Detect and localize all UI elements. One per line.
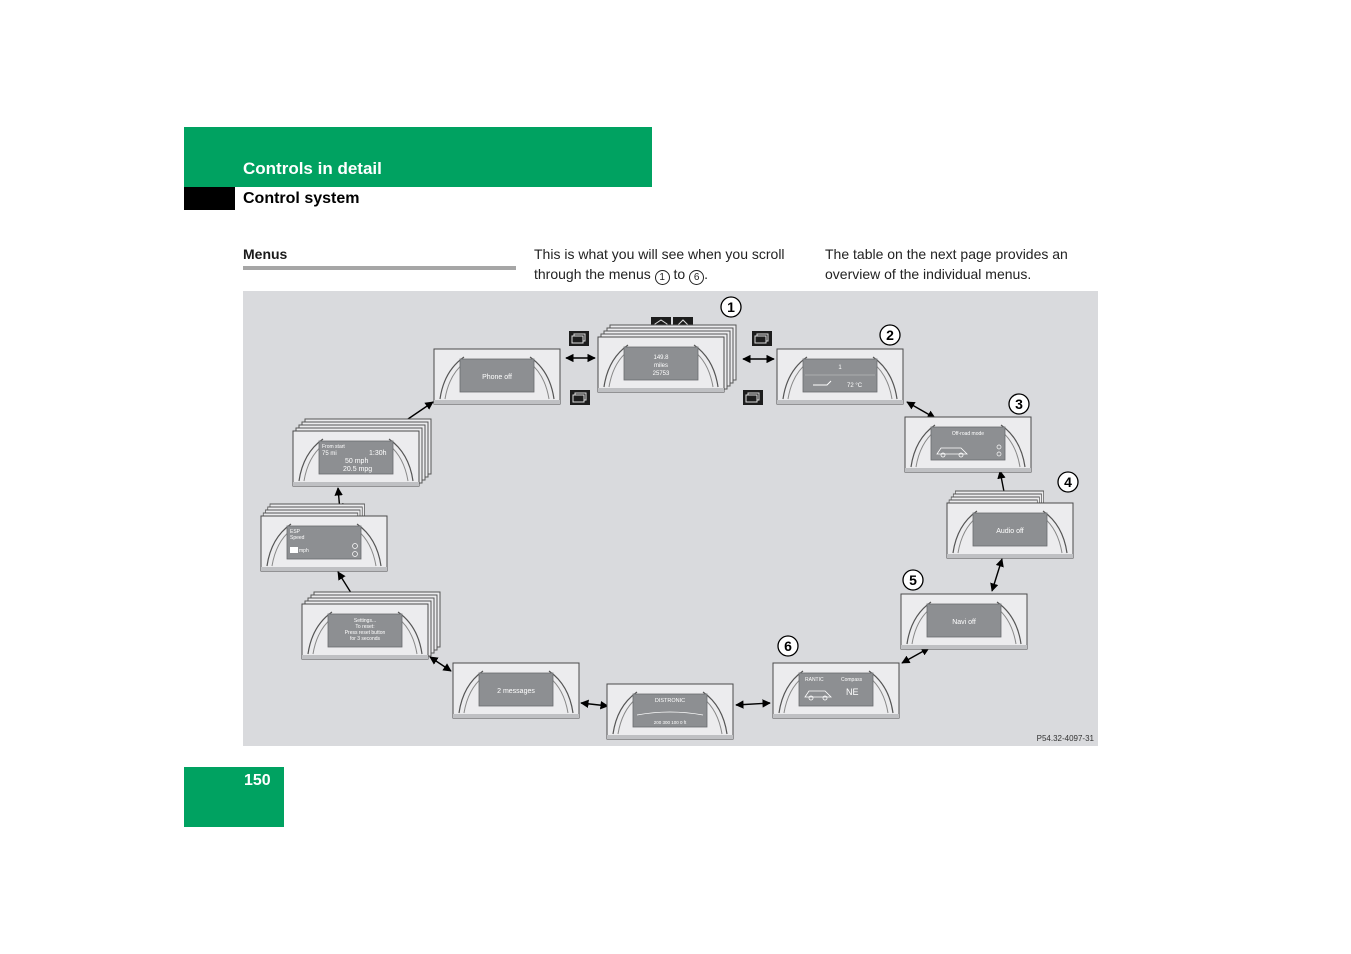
intro-through: through the menus [534, 265, 651, 282]
screen-navi: Navi off [900, 593, 1028, 650]
range-start-callout: 1 [654, 269, 670, 285]
screen-speed: ESP Speed mph [260, 503, 388, 572]
intro-line1: This is what you will see when you scrol… [534, 246, 785, 262]
svg-text:20.5 mpg: 20.5 mpg [343, 466, 372, 473]
callout-4: 4 [1064, 474, 1072, 490]
svg-text:RANTIC: RANTIC [805, 677, 824, 683]
svg-text:50 mph: 50 mph [345, 458, 368, 465]
screen-trip-computer: From start 75 mi 1:30h 50 mph 20.5 mpg [292, 418, 432, 487]
svg-text:Settings...: Settings... [354, 618, 376, 624]
svg-text:Off-road mode: Off-road mode [952, 431, 984, 437]
heading-rule [243, 266, 516, 270]
menu-cycle-diagram: 1 2 3 4 5 6 149.8 miles 25753 1 72 °C Of… [260, 296, 1079, 740]
svg-text:25753: 25753 [653, 371, 670, 377]
intro-end: . [704, 265, 708, 282]
subsection-marker [184, 187, 235, 210]
menu-cycle-figure: 1 2 3 4 5 6 149.8 miles 25753 1 72 °C Of… [243, 291, 1098, 746]
page-number-box [184, 767, 284, 827]
connection-arrows [334, 353, 1009, 710]
svg-text:Compass: Compass [841, 677, 863, 683]
svg-text:DISTRONIC: DISTRONIC [655, 698, 685, 704]
overview-paragraph: The table on the next page provides an o… [825, 246, 1068, 282]
svg-text:for 3 seconds: for 3 seconds [350, 636, 381, 642]
callout-5: 5 [909, 572, 917, 588]
screen-oil-temperature: 1 72 °C [776, 348, 904, 405]
svg-text:ESP: ESP [290, 529, 301, 535]
svg-text:Speed: Speed [290, 535, 305, 541]
svg-text:72 °C: 72 °C [847, 383, 863, 389]
svg-text:NE: NE [846, 687, 859, 697]
svg-text:149.8: 149.8 [653, 355, 669, 361]
header-band [184, 127, 652, 187]
svg-text:75 mi: 75 mi [322, 451, 337, 457]
intro-paragraph: This is what you will see when you scrol… [534, 245, 804, 285]
svg-text:Navi off: Navi off [952, 619, 976, 626]
svg-text:Phone off: Phone off [482, 374, 512, 381]
screen-distronic: DISTRONIC 200 300 100 0 ft [606, 683, 734, 740]
callout-6: 6 [784, 638, 792, 654]
svg-text:200 300 100 0 ft: 200 300 100 0 ft [654, 720, 687, 725]
callout-2: 2 [886, 327, 894, 343]
svg-text:1:30h: 1:30h [369, 450, 387, 457]
svg-text:From start: From start [322, 444, 345, 450]
callout-1: 1 [727, 299, 735, 315]
svg-text:Press reset button: Press reset button [345, 630, 386, 636]
screen-messages: 2 messages [452, 662, 580, 719]
section-title: Controls in detail [243, 159, 382, 178]
figure-code: P54.32-4097-31 [1036, 734, 1094, 743]
screen-offroad: Off-road mode [904, 416, 1032, 473]
callout-3: 3 [1015, 396, 1023, 412]
callout-numbers: 1 2 3 4 5 6 [720, 296, 1079, 657]
menus-heading: Menus [243, 246, 288, 262]
page-number: 150 [244, 772, 271, 789]
screen-odometer: 149.8 miles 25753 [597, 324, 737, 393]
svg-text:2 messages: 2 messages [497, 688, 535, 695]
screen-audio: Audio off [946, 490, 1074, 559]
svg-text:To reset:: To reset: [355, 624, 374, 630]
svg-text:mph: mph [299, 548, 309, 554]
svg-text:Audio off: Audio off [996, 528, 1024, 535]
screen-settings-reset: Settings... To reset: Press reset button… [301, 591, 441, 660]
subsection-title: Control system [243, 190, 360, 207]
intro-to: to [673, 265, 686, 282]
screen-compass: RANTIC Compass NE [772, 662, 900, 719]
svg-text:1: 1 [838, 365, 842, 371]
screen-phone: Phone off [433, 348, 561, 405]
range-end-callout: 6 [689, 269, 705, 285]
svg-text:miles: miles [654, 363, 668, 369]
